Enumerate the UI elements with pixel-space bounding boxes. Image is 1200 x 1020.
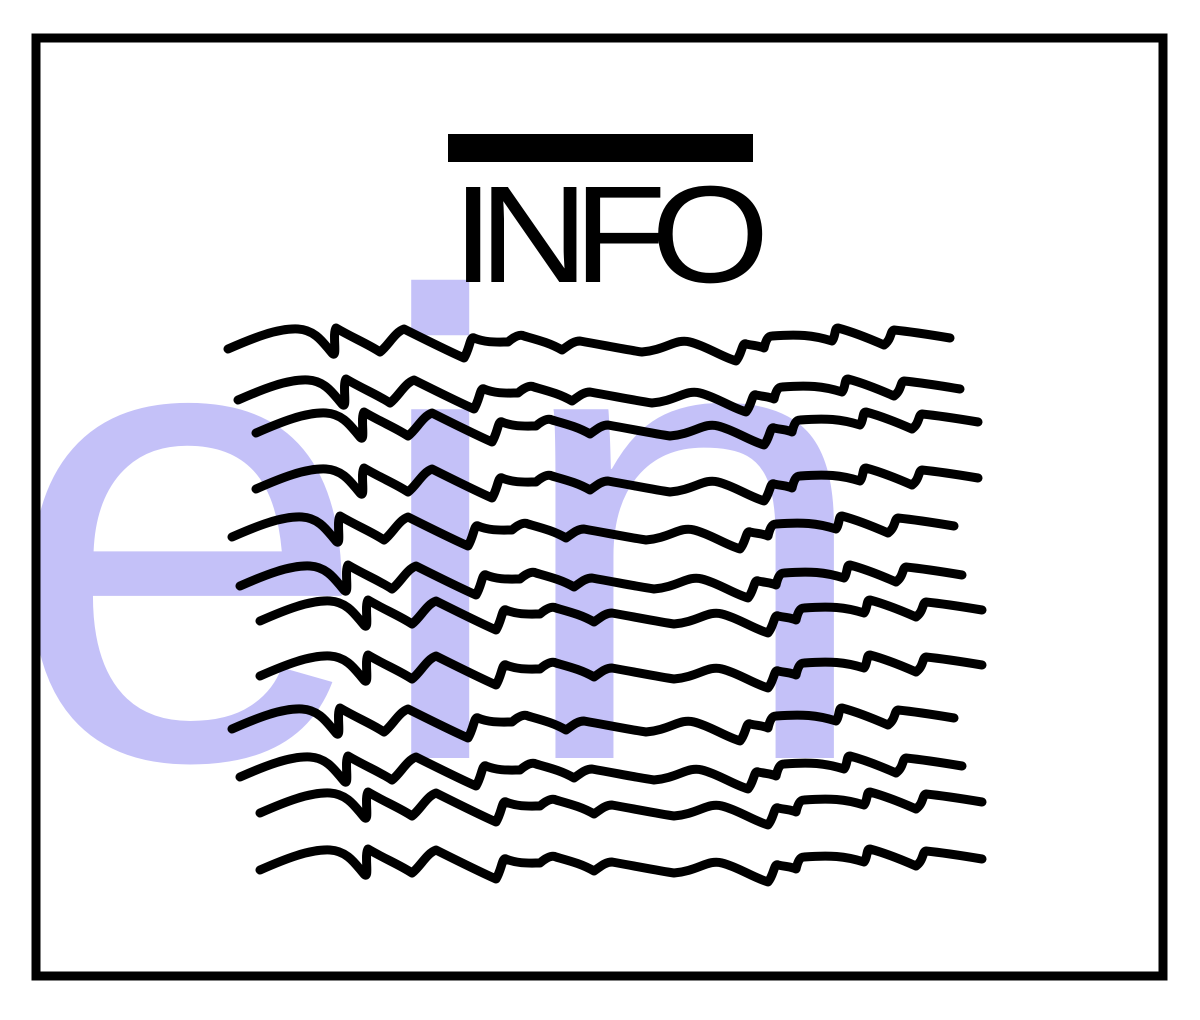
wavy-line	[255, 595, 987, 638]
wavy-line	[251, 463, 983, 506]
wavy-line	[251, 407, 983, 450]
title-bar	[448, 134, 753, 162]
frame-border	[31, 33, 1168, 981]
wavy-line	[227, 511, 959, 554]
wavy-line	[255, 844, 987, 887]
wavy-line	[223, 323, 955, 366]
wavy-line	[235, 751, 967, 794]
wavy-line	[235, 560, 967, 603]
wavy-line	[227, 703, 959, 746]
wavy-line	[255, 787, 987, 830]
page-title: INFO	[452, 158, 762, 312]
wavy-lines-group	[223, 323, 987, 887]
wavy-line	[233, 374, 965, 417]
wavy-line	[255, 650, 987, 693]
